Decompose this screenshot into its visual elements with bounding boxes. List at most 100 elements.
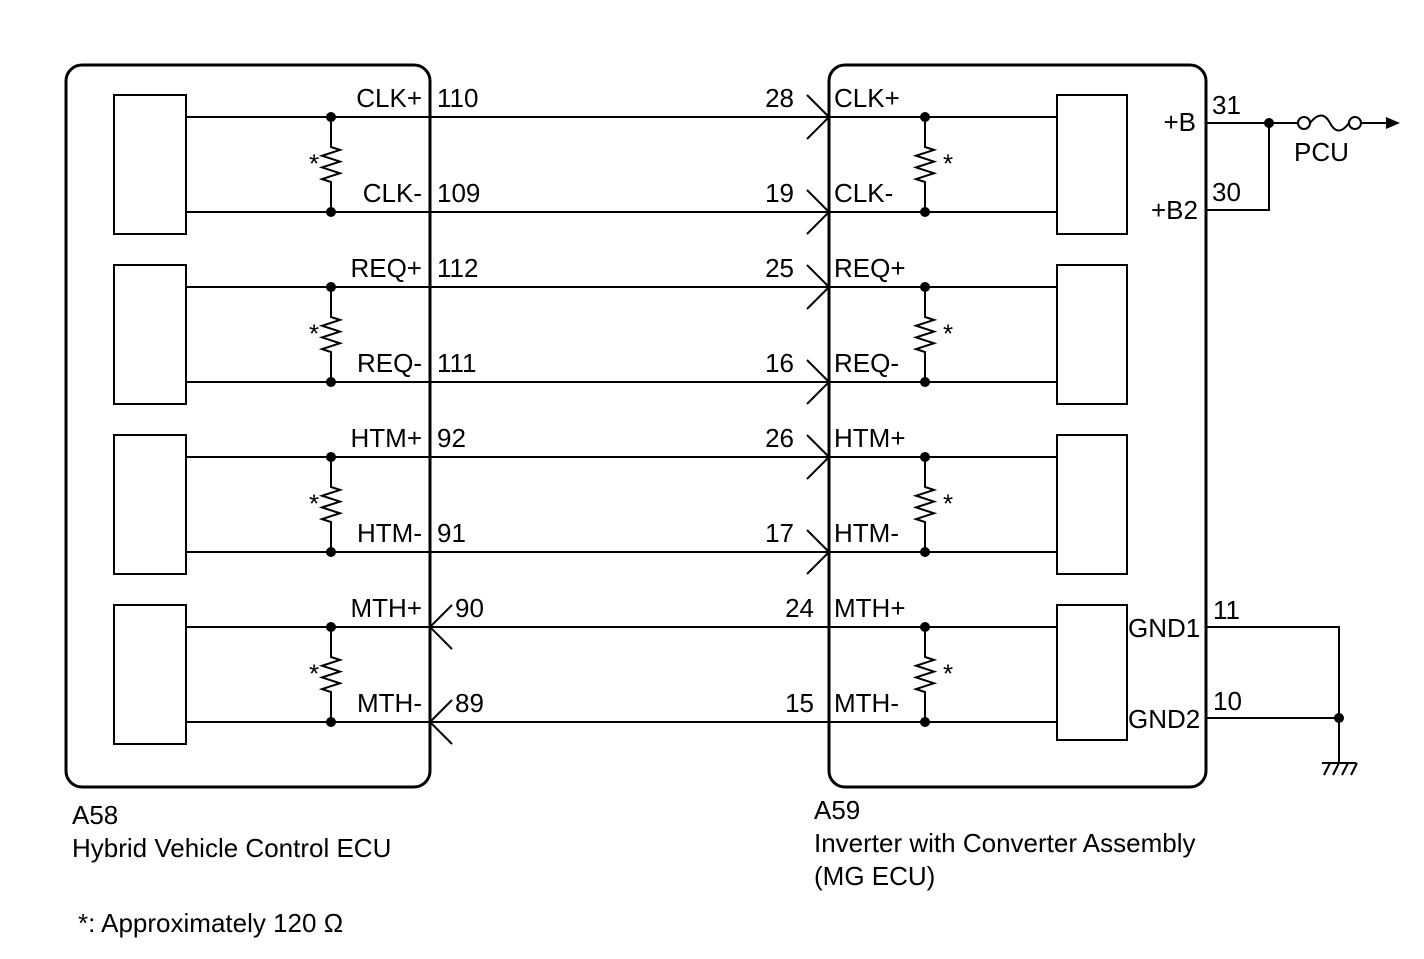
b2-pin-number: 30 (1212, 177, 1241, 207)
left-terminal-label: MTH+ (351, 593, 423, 623)
right-pin-number: 19 (765, 178, 794, 208)
mg-ecu-circuit-block (1056, 434, 1128, 575)
b2-wire (1206, 123, 1270, 211)
right-terminal-label: CLK- (834, 178, 893, 208)
left-terminal-label: MTH- (357, 688, 422, 718)
right-pin-number: 28 (765, 83, 794, 113)
hybrid-ecu-circuit-block (113, 94, 187, 235)
left-terminal-label: HTM+ (351, 423, 423, 453)
right-pin-number: 17 (765, 518, 794, 548)
ground-circuit: GND1 11 GND2 10 (1056, 595, 1358, 776)
junction-dot (326, 112, 336, 122)
gnd1-pin-number: 11 (1213, 595, 1240, 625)
resistor-icon (912, 627, 938, 722)
right-connector-code: A59 (814, 795, 860, 825)
left-terminal-label: HTM- (357, 518, 422, 548)
resistor-mark: * (943, 659, 953, 689)
junction-dot (326, 207, 336, 217)
resistance-footnote: *: Approximately 120 Ω (78, 908, 343, 938)
left-terminal-label: CLK- (363, 178, 422, 208)
right-terminal-label: MTH+ (834, 593, 906, 623)
power-junction (1264, 118, 1274, 128)
junction-dot (326, 282, 336, 292)
fuse-element (1309, 114, 1350, 132)
right-pin-number: 16 (765, 348, 794, 378)
mg-ecu-outline (827, 63, 1208, 789)
right-pin-number: 15 (785, 688, 814, 718)
connector-chevron-icon (428, 604, 453, 650)
resistor-icon (318, 117, 344, 212)
junction-dot (326, 377, 336, 387)
junction-dot (326, 622, 336, 632)
junction-dot (326, 547, 336, 557)
connector-chevron-icon (806, 359, 831, 405)
hybrid-ecu-termination-resistor: * (309, 282, 344, 387)
resistor-icon (912, 287, 938, 382)
arrow-right-icon (1386, 117, 1400, 129)
connector-chevron-icon (806, 94, 831, 140)
resistor-mark: * (943, 319, 953, 349)
right-ecu-name-line1: Inverter with Converter Assembly (814, 828, 1195, 858)
junction-dot (920, 207, 930, 217)
resistor-mark: * (943, 149, 953, 179)
junction-dot (326, 452, 336, 462)
resistor-mark: * (309, 149, 319, 179)
mg-ecu-termination-resistor: * (912, 452, 953, 557)
junction-dot (920, 717, 930, 727)
right-terminal-label: MTH- (834, 688, 899, 718)
junction-dot (920, 452, 930, 462)
gnd1-wire (1206, 626, 1340, 718)
connector-chevron-icon (806, 189, 831, 235)
power-supply: +B 31 +B2 30 PCU (1151, 90, 1400, 225)
resistor-mark: * (309, 659, 319, 689)
left-pin-number: 110 (437, 83, 478, 113)
left-terminal-label: REQ- (357, 348, 422, 378)
left-pin-number: 111 (437, 348, 477, 378)
hybrid-ecu-outline (64, 63, 432, 789)
resistor-icon (912, 117, 938, 212)
fuse-label: PCU (1294, 137, 1349, 167)
junction-dot (326, 717, 336, 727)
signal-req-plus: REQ+ 112 25 REQ+ (186, 253, 1057, 310)
right-terminal-label: CLK+ (834, 83, 900, 113)
connector-chevron-icon (806, 264, 831, 310)
mg-ecu-circuit-block (1056, 264, 1128, 405)
fuse-terminal-left (1297, 116, 1311, 130)
mg-ecu-termination-resistor: * (912, 622, 953, 727)
hybrid-ecu-termination-resistor: * (309, 112, 344, 217)
left-pin-number: 112 (437, 253, 478, 283)
mg-ecu-ground-block (1056, 604, 1128, 741)
right-pin-number: 24 (785, 593, 814, 623)
resistor-icon (912, 457, 938, 552)
right-terminal-label: HTM+ (834, 423, 906, 453)
junction-dot (920, 547, 930, 557)
right-terminal-label: REQ+ (834, 253, 906, 283)
resistor-icon (318, 287, 344, 382)
b2-terminal-label: +B2 (1151, 195, 1198, 225)
b-pin-number: 31 (1212, 90, 1241, 120)
junction-dot (920, 377, 930, 387)
b-terminal-label: +B (1163, 107, 1196, 137)
left-terminal-label: REQ+ (350, 253, 422, 283)
mg-ecu-circuit-block (1056, 94, 1128, 235)
resistor-mark: * (309, 489, 319, 519)
mg-ecu-termination-resistor: * (912, 112, 953, 217)
gnd2-pin-number: 10 (1213, 686, 1242, 716)
hybrid-ecu-circuit-block (113, 604, 187, 745)
junction-dot (920, 112, 930, 122)
left-connector-code: A58 (72, 800, 118, 830)
right-pin-number: 25 (765, 253, 794, 283)
junction-dot (920, 282, 930, 292)
fuse-terminal-right (1348, 116, 1362, 130)
gnd1-terminal-label: GND1 (1128, 613, 1200, 643)
hybrid-ecu-circuit-block (113, 434, 187, 575)
resistor-mark: * (309, 319, 319, 349)
connector-chevron-icon (806, 529, 831, 575)
